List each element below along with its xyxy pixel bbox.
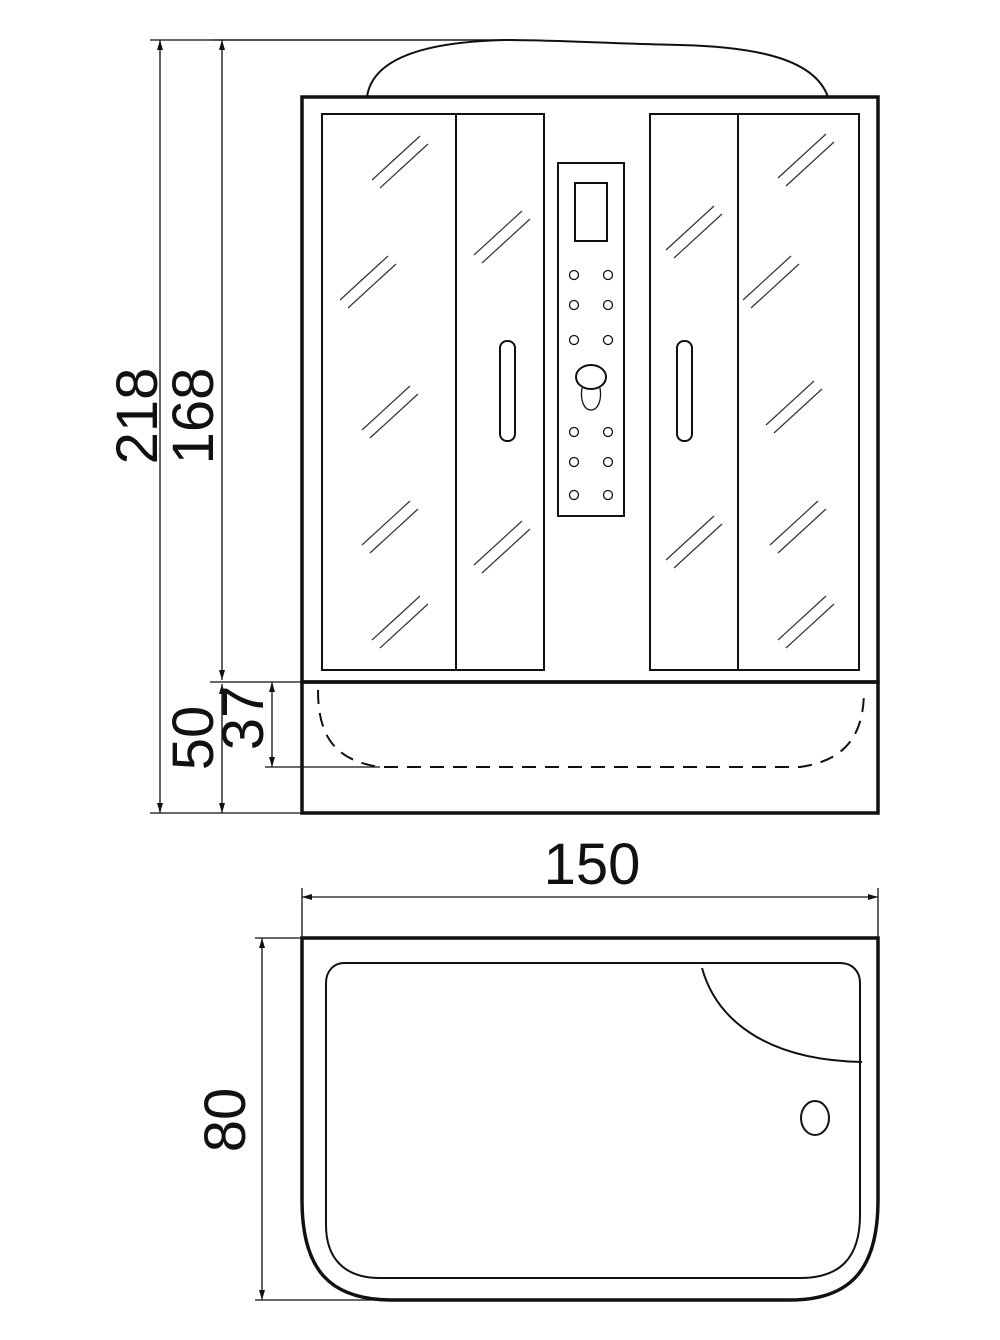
drain-hole	[800, 1100, 830, 1136]
left-door-handle	[499, 340, 516, 442]
left-door-inner-panel	[455, 113, 545, 671]
dim-label-width: 150	[544, 832, 641, 897]
tray-skirt	[300, 680, 880, 815]
right-door-inner-panel	[649, 113, 739, 671]
tray-outer-outline	[300, 936, 880, 1302]
tray-inner-basin	[325, 962, 861, 1279]
glass-reflections	[339, 133, 835, 649]
dimension-lines-front: 218 168 50 37	[105, 39, 515, 814]
right-door-handle	[676, 340, 693, 442]
right-door-outer-panel	[737, 113, 860, 671]
roof-dome	[366, 38, 829, 98]
dim-label-tray-height: 50	[161, 706, 226, 771]
top-view	[300, 936, 880, 1302]
dim-label-depth: 80	[193, 1088, 258, 1153]
dimension-lines-top: 150 80	[193, 832, 879, 1301]
seat-curve	[701, 967, 863, 1063]
front-view	[300, 38, 880, 815]
dim-label-glass-height: 168	[161, 368, 226, 465]
dim-label-total-height: 218	[105, 368, 170, 465]
left-door-outer-panel	[321, 113, 457, 671]
dim-label-tray-depth: 37	[211, 686, 276, 751]
massage-jets	[568, 269, 614, 501]
shower-head	[575, 364, 607, 411]
control-display	[574, 182, 608, 242]
tray-basin-hidden-outline	[317, 689, 865, 768]
control-panel	[557, 162, 625, 517]
